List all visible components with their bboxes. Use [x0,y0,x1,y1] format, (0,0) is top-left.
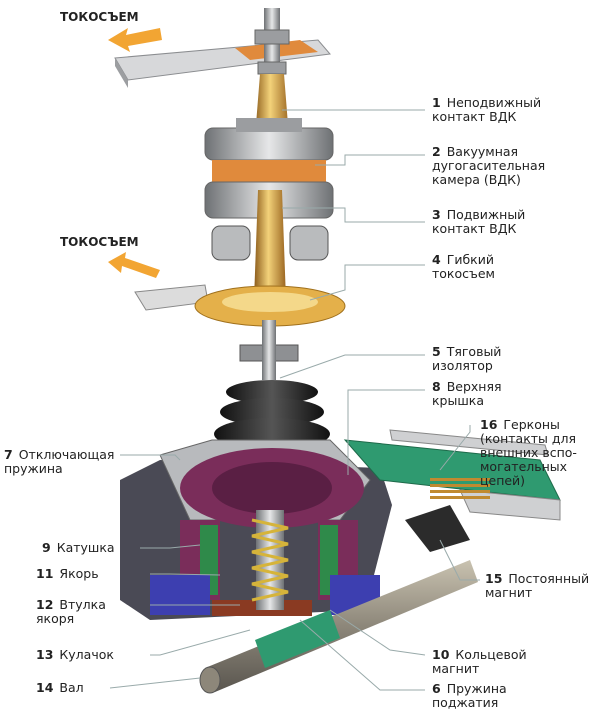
top-terminal-plate [114,39,331,88]
flexible-collector [134,284,346,327]
bellows [211,225,329,261]
vacuum-chamber [204,118,334,219]
current-arrow-top [108,28,162,52]
permanent-magnet [405,505,470,552]
current-arrow-middle [108,252,160,278]
heading-middle-collector: ТОКОСЪЕМ [60,235,139,249]
moving-contact [254,190,286,300]
reed-switch-board [343,429,561,521]
heading-top-collector: ТОКОСЪЕМ [60,10,139,24]
leader-lines [109,109,480,691]
main-shaft [199,560,478,694]
spring [251,518,289,602]
